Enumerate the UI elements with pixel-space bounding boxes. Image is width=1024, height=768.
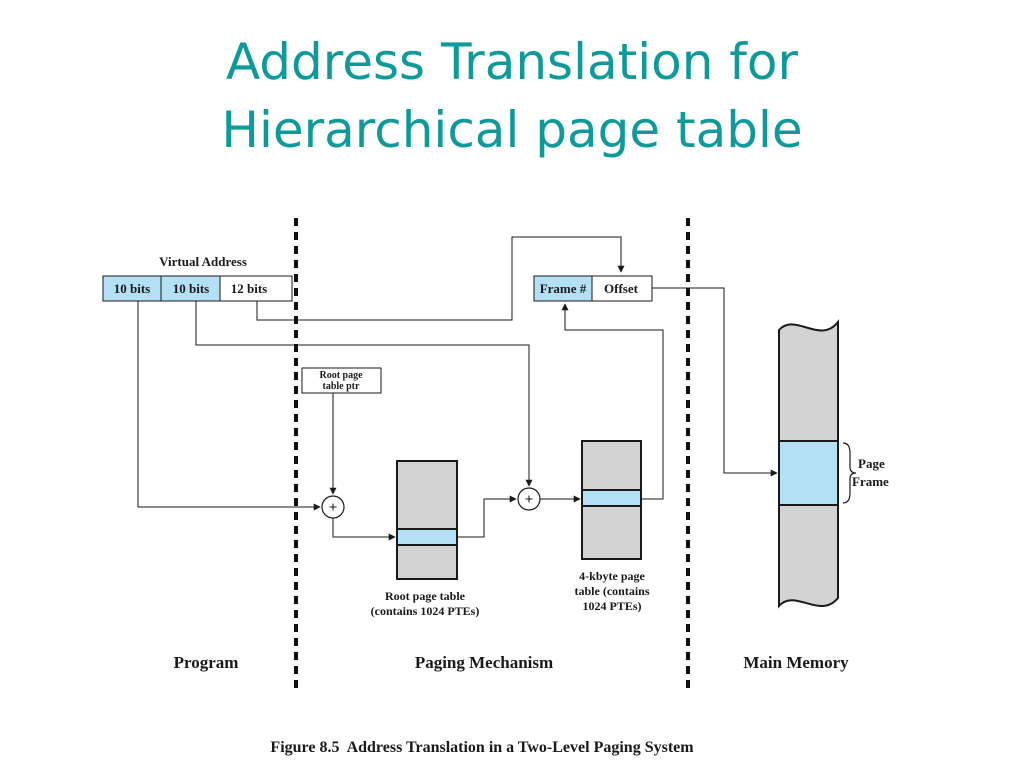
adder1-to-root-arrow	[332, 518, 396, 541]
root-ptr-line-1: Root page	[319, 370, 363, 381]
title-line-2: Hierarchical page table	[221, 101, 803, 159]
root-page-table	[396, 460, 458, 580]
page-table-entry	[581, 489, 642, 507]
root-table-caption-2: (contains 1024 PTEs)	[371, 604, 480, 618]
slide-title: Address Translation for Hierarchical pag…	[0, 28, 1024, 164]
va-field-dir: 10 bits	[114, 281, 150, 296]
adder-1-symbol: +	[329, 500, 338, 516]
pt-to-frame-arrow	[561, 303, 664, 500]
connectors	[137, 236, 778, 541]
region-main-memory: Main Memory	[743, 653, 849, 672]
virtual-address-box: 10 bits 10 bits 12 bits	[102, 275, 293, 302]
virtual-address-label: Virtual Address	[159, 254, 247, 269]
offset-arrow	[256, 236, 625, 321]
pa-field-offset: Offset	[604, 281, 639, 296]
root-page-table-ptr-box: Root page table ptr	[301, 367, 382, 394]
figure-caption: Figure 8.5 Address Translation in a Two-…	[270, 739, 694, 756]
adder-2-symbol: +	[525, 492, 534, 508]
pa-field-frame: Frame #	[540, 281, 587, 296]
va-field-page: 10 bits	[173, 281, 209, 296]
va-field-offset: 12 bits	[231, 281, 267, 296]
page-frame-label-2: Frame	[852, 474, 889, 489]
region-program: Program	[174, 653, 239, 672]
page-frame-label-1: Page	[858, 456, 885, 471]
root-ptr-line-2: table ptr	[323, 381, 361, 392]
page-table-caption-1: 4-kbyte page	[579, 569, 645, 583]
dir-bits-arrow	[137, 301, 321, 511]
root-table-caption-1: Root page table	[385, 589, 466, 603]
title-line-1: Address Translation for	[225, 33, 799, 91]
pa-to-memory-arrow	[652, 287, 778, 477]
main-memory	[778, 319, 839, 609]
page-bits-arrow	[195, 301, 533, 487]
root-to-adder2-arrow	[457, 495, 517, 538]
root-page-table-entry	[396, 528, 458, 546]
physical-address-box: Frame # Offset	[533, 275, 653, 302]
page-frame	[778, 440, 839, 506]
adder-1: +	[321, 495, 345, 519]
page-frame-brace	[842, 442, 857, 504]
page-table-caption-2: table (contains	[575, 584, 650, 598]
page-table	[581, 440, 642, 560]
region-paging-mechanism: Paging Mechanism	[415, 653, 553, 672]
page-table-caption-3: 1024 PTEs)	[582, 599, 641, 613]
adder-2: +	[517, 487, 541, 511]
